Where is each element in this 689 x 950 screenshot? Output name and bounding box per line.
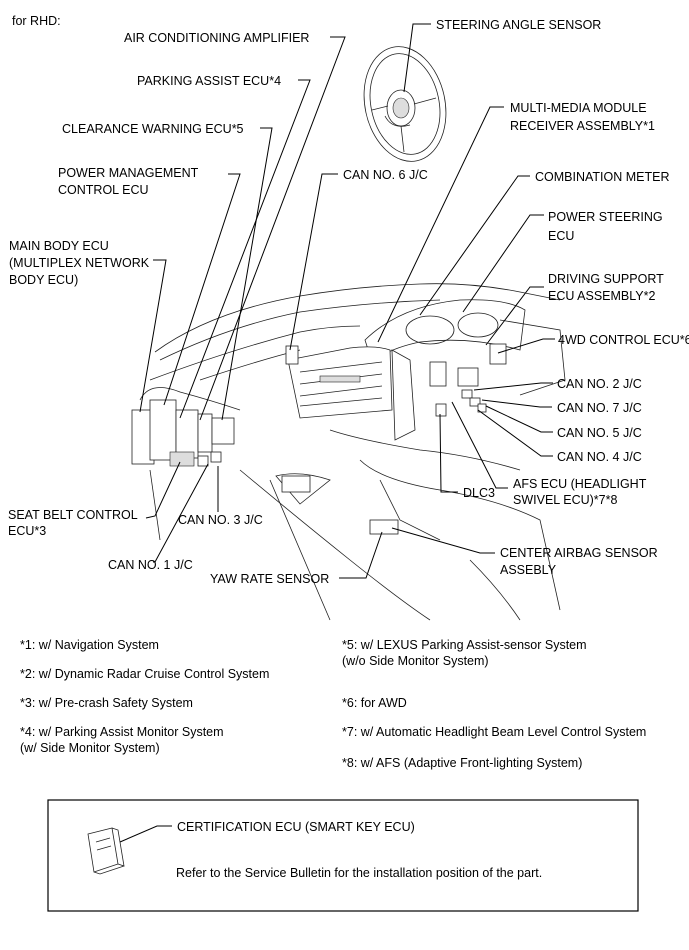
label-seat-belt-line2: ECU*3 xyxy=(8,524,46,538)
footnote-2: *2: w/ Dynamic Radar Cruise Control Syst… xyxy=(20,667,269,681)
label-air-conditioning-amplifier: AIR CONDITIONING AMPLIFIER xyxy=(124,31,309,45)
footnote-8: *8: w/ AFS (Adaptive Front-lighting Syst… xyxy=(342,756,582,770)
label-can-no4: CAN NO. 4 J/C xyxy=(557,450,642,464)
footnote-3: *3: w/ Pre-crash Safety System xyxy=(20,696,193,710)
label-combination-meter: COMBINATION METER xyxy=(535,170,670,184)
label-4wd-control-ecu: 4WD CONTROL ECU*6 xyxy=(558,333,689,347)
label-can-no5: CAN NO. 5 J/C xyxy=(557,426,642,440)
label-can-no3: CAN NO. 3 J/C xyxy=(178,513,263,527)
label-yaw-rate-sensor: YAW RATE SENSOR xyxy=(210,572,329,586)
label-power-steering-line2: ECU xyxy=(548,229,574,243)
page-title: for RHD: xyxy=(12,14,61,28)
certification-ecu-box: CERTIFICATION ECU (SMART KEY ECU) Refer … xyxy=(47,799,639,912)
label-dlc3: DLC3 xyxy=(463,486,495,500)
label-can-no1: CAN NO. 1 J/C xyxy=(108,558,193,572)
label-can-no7: CAN NO. 7 J/C xyxy=(557,401,642,415)
label-driving-support-line2: ECU ASSEMBLY*2 xyxy=(548,289,656,303)
footnote-1: *1: w/ Navigation System xyxy=(20,638,159,652)
footnotes: *1: w/ Navigation System *2: w/ Dynamic … xyxy=(20,638,646,770)
footnote-6: *6: for AWD xyxy=(342,696,407,710)
label-can-no2: CAN NO. 2 J/C xyxy=(557,377,642,391)
label-clearance-warning-ecu: CLEARANCE WARNING ECU*5 xyxy=(62,122,244,136)
footnote-7: *7: w/ Automatic Headlight Beam Level Co… xyxy=(342,725,646,739)
label-driving-support-line1: DRIVING SUPPORT xyxy=(548,272,664,286)
label-center-airbag-line2: ASSEBLY xyxy=(500,563,557,577)
label-main-body-line2: (MULTIPLEX NETWORK xyxy=(9,256,150,270)
label-afs-ecu-line1: AFS ECU (HEADLIGHT xyxy=(513,477,647,491)
steering-wheel-illustration xyxy=(363,46,447,162)
label-main-body-line3: BODY ECU) xyxy=(9,273,78,287)
footnote-4-line2: (w/ Side Monitor System) xyxy=(20,741,160,755)
footnote-5-line1: *5: w/ LEXUS Parking Assist-sensor Syste… xyxy=(342,638,587,652)
certification-ecu-illustration xyxy=(87,827,125,875)
label-can-no6: CAN NO. 6 J/C xyxy=(343,168,428,182)
label-power-steering-line1: POWER STEERING xyxy=(548,210,663,224)
footnote-4-line1: *4: w/ Parking Assist Monitor System xyxy=(20,725,224,739)
callout-labels: for RHD: STEERING ANGLE SENSOR AIR CONDI… xyxy=(8,14,689,586)
label-power-management-line2: CONTROL ECU xyxy=(58,183,149,197)
footnote-5-line2: (w/o Side Monitor System) xyxy=(342,654,489,668)
label-parking-assist-ecu: PARKING ASSIST ECU*4 xyxy=(137,74,281,88)
label-certification-ecu: CERTIFICATION ECU (SMART KEY ECU) xyxy=(177,820,415,834)
label-steering-angle-sensor: STEERING ANGLE SENSOR xyxy=(436,18,601,32)
label-main-body-line1: MAIN BODY ECU xyxy=(9,239,109,253)
dashboard-illustration xyxy=(131,46,566,621)
label-multimedia-module-line2: RECEIVER ASSEMBLY*1 xyxy=(510,119,655,133)
certification-note: Refer to the Service Bulletin for the in… xyxy=(176,866,542,880)
label-power-management-line1: POWER MANAGEMENT xyxy=(58,166,199,180)
leader-lines xyxy=(139,23,555,579)
label-center-airbag-line1: CENTER AIRBAG SENSOR xyxy=(500,546,658,560)
label-multimedia-module-line1: MULTI-MEDIA MODULE xyxy=(510,101,647,115)
label-afs-ecu-line2: SWIVEL ECU)*7*8 xyxy=(513,493,617,507)
label-seat-belt-line1: SEAT BELT CONTROL xyxy=(8,508,138,522)
